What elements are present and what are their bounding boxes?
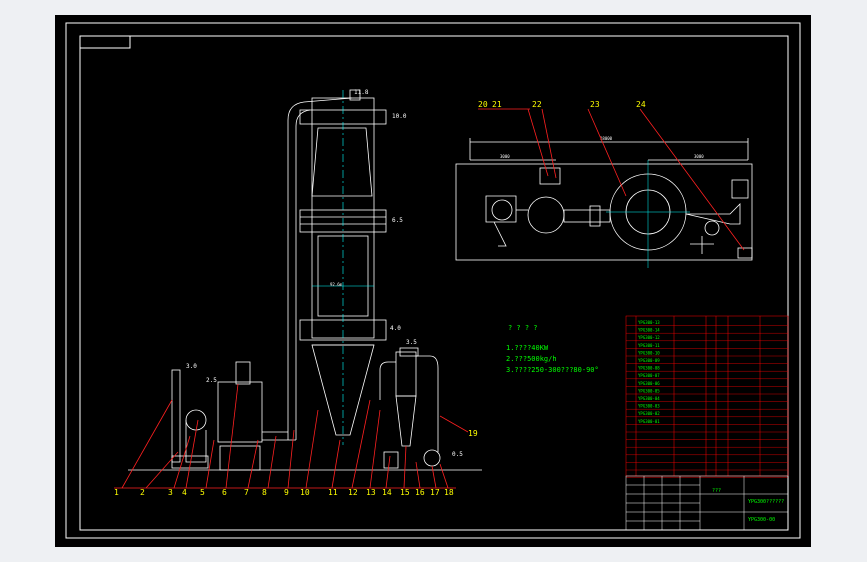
callout-5: 5 [200, 488, 205, 497]
callout-21: 21 [492, 100, 502, 109]
plan-frame [455, 163, 753, 261]
notes-heading: ? ? ? ? [508, 324, 538, 332]
cyclone-cone [395, 395, 417, 447]
bom-code: YPG300-06 [638, 381, 660, 386]
notes-line1: 1.????40KW [506, 344, 549, 352]
callout-18: 18 [444, 488, 454, 497]
elev-right1: 4.0 [390, 325, 401, 332]
cyclone-plan [485, 195, 517, 247]
callout-11: 11 [328, 488, 338, 497]
bom-code: YPG300-04 [638, 396, 660, 401]
air-heater [217, 381, 263, 443]
elev-top: 11.8 [354, 89, 369, 96]
corner-tag-box [79, 35, 131, 49]
callout-16: 16 [415, 488, 425, 497]
height-note: 92.6m [330, 282, 343, 287]
outer-border [65, 22, 801, 539]
fan-plan [731, 179, 749, 199]
plan-dim-right: 3000 [694, 154, 704, 159]
elev-left1: 3.0 [186, 363, 197, 370]
title-block [625, 475, 789, 531]
notes-line2: 2.???500kg/h [506, 355, 557, 363]
elev-cone: 10.0 [392, 113, 407, 120]
bom-code: YPG300-08 [638, 366, 660, 371]
bom-code: YPG300-03 [638, 404, 660, 409]
notes-line3: 3.????250-300???80-90° [506, 366, 599, 374]
plan-dim-overall: 18000 [600, 136, 613, 141]
callout-2: 2 [140, 488, 145, 497]
bom-code: YPG300-02 [638, 411, 660, 416]
plan-leaders [478, 108, 745, 251]
callout-10: 10 [300, 488, 310, 497]
callout-19: 19 [468, 429, 478, 438]
callout-7: 7 [244, 488, 249, 497]
bom-code: YPG300-01 [638, 419, 660, 424]
title-block-text: ??? YPG300?????? YPG300-00 [712, 488, 784, 523]
callout-24: 24 [636, 100, 646, 109]
plan-dims: 18000 3000 3000 [500, 136, 704, 159]
air-inlet-pipe [262, 431, 296, 441]
bom-code: YPG300-09 [638, 358, 660, 363]
callout-numbers: 1 2 3 4 5 6 7 8 9 10 11 12 13 14 15 16 1… [114, 429, 478, 497]
filter-housing [235, 361, 251, 385]
plan-callout-numbers: 20 21 22 23 24 [478, 100, 646, 109]
heater-base [219, 445, 261, 471]
elev-mid: 6.5 [392, 217, 403, 224]
elev-right2: 3.5 [406, 339, 417, 346]
callout-1: 1 [114, 488, 119, 497]
sheet-label: ??? [712, 488, 721, 494]
callout-3: 3 [168, 488, 173, 497]
bom-code: YPG300-10 [638, 350, 660, 355]
callout-23: 23 [590, 100, 600, 109]
air-filter [171, 369, 181, 463]
callout-15: 15 [400, 488, 410, 497]
callout-8: 8 [262, 488, 267, 497]
bom-code: YPG300-07 [638, 373, 660, 378]
plan-dim-left: 3000 [500, 154, 510, 159]
exhaust-duct [379, 355, 439, 452]
callout-leaders [114, 383, 469, 489]
callout-20: 20 [478, 100, 488, 109]
drawing-sheet [55, 15, 811, 547]
technical-notes: ? ? ? ? 1.????40KW 2.???500kg/h 3.????25… [506, 324, 599, 374]
drawing-number: YPG300-00 [748, 517, 775, 523]
bom-code: YPG300-05 [638, 388, 660, 393]
elev-base: 0.5 [452, 451, 463, 458]
callout-12: 12 [348, 488, 358, 497]
elevation-marks: 11.8 10.0 6.5 4.0 3.5 3.0 2.5 0.5 92.6m [186, 89, 463, 458]
bom-code: YPG300-12 [638, 335, 660, 340]
elev-left2: 2.5 [206, 377, 217, 384]
callout-6: 6 [222, 488, 227, 497]
bom-code: YPG300-11 [638, 343, 660, 348]
callout-17: 17 [430, 488, 440, 497]
callout-9: 9 [284, 488, 289, 497]
inner-border [79, 35, 789, 531]
callout-4: 4 [182, 488, 187, 497]
bom-code: YPG300-13 [638, 320, 660, 325]
callout-22: 22 [532, 100, 542, 109]
callout-13: 13 [366, 488, 376, 497]
callout-14: 14 [382, 488, 392, 497]
bom-code: YPG300-14 [638, 328, 660, 333]
drawing-name: YPG300?????? [748, 499, 784, 505]
bom-rows: YPG300-13YPG300-14YPG300-12YPG300-11YPG3… [626, 320, 788, 478]
duct-plan [563, 209, 611, 223]
